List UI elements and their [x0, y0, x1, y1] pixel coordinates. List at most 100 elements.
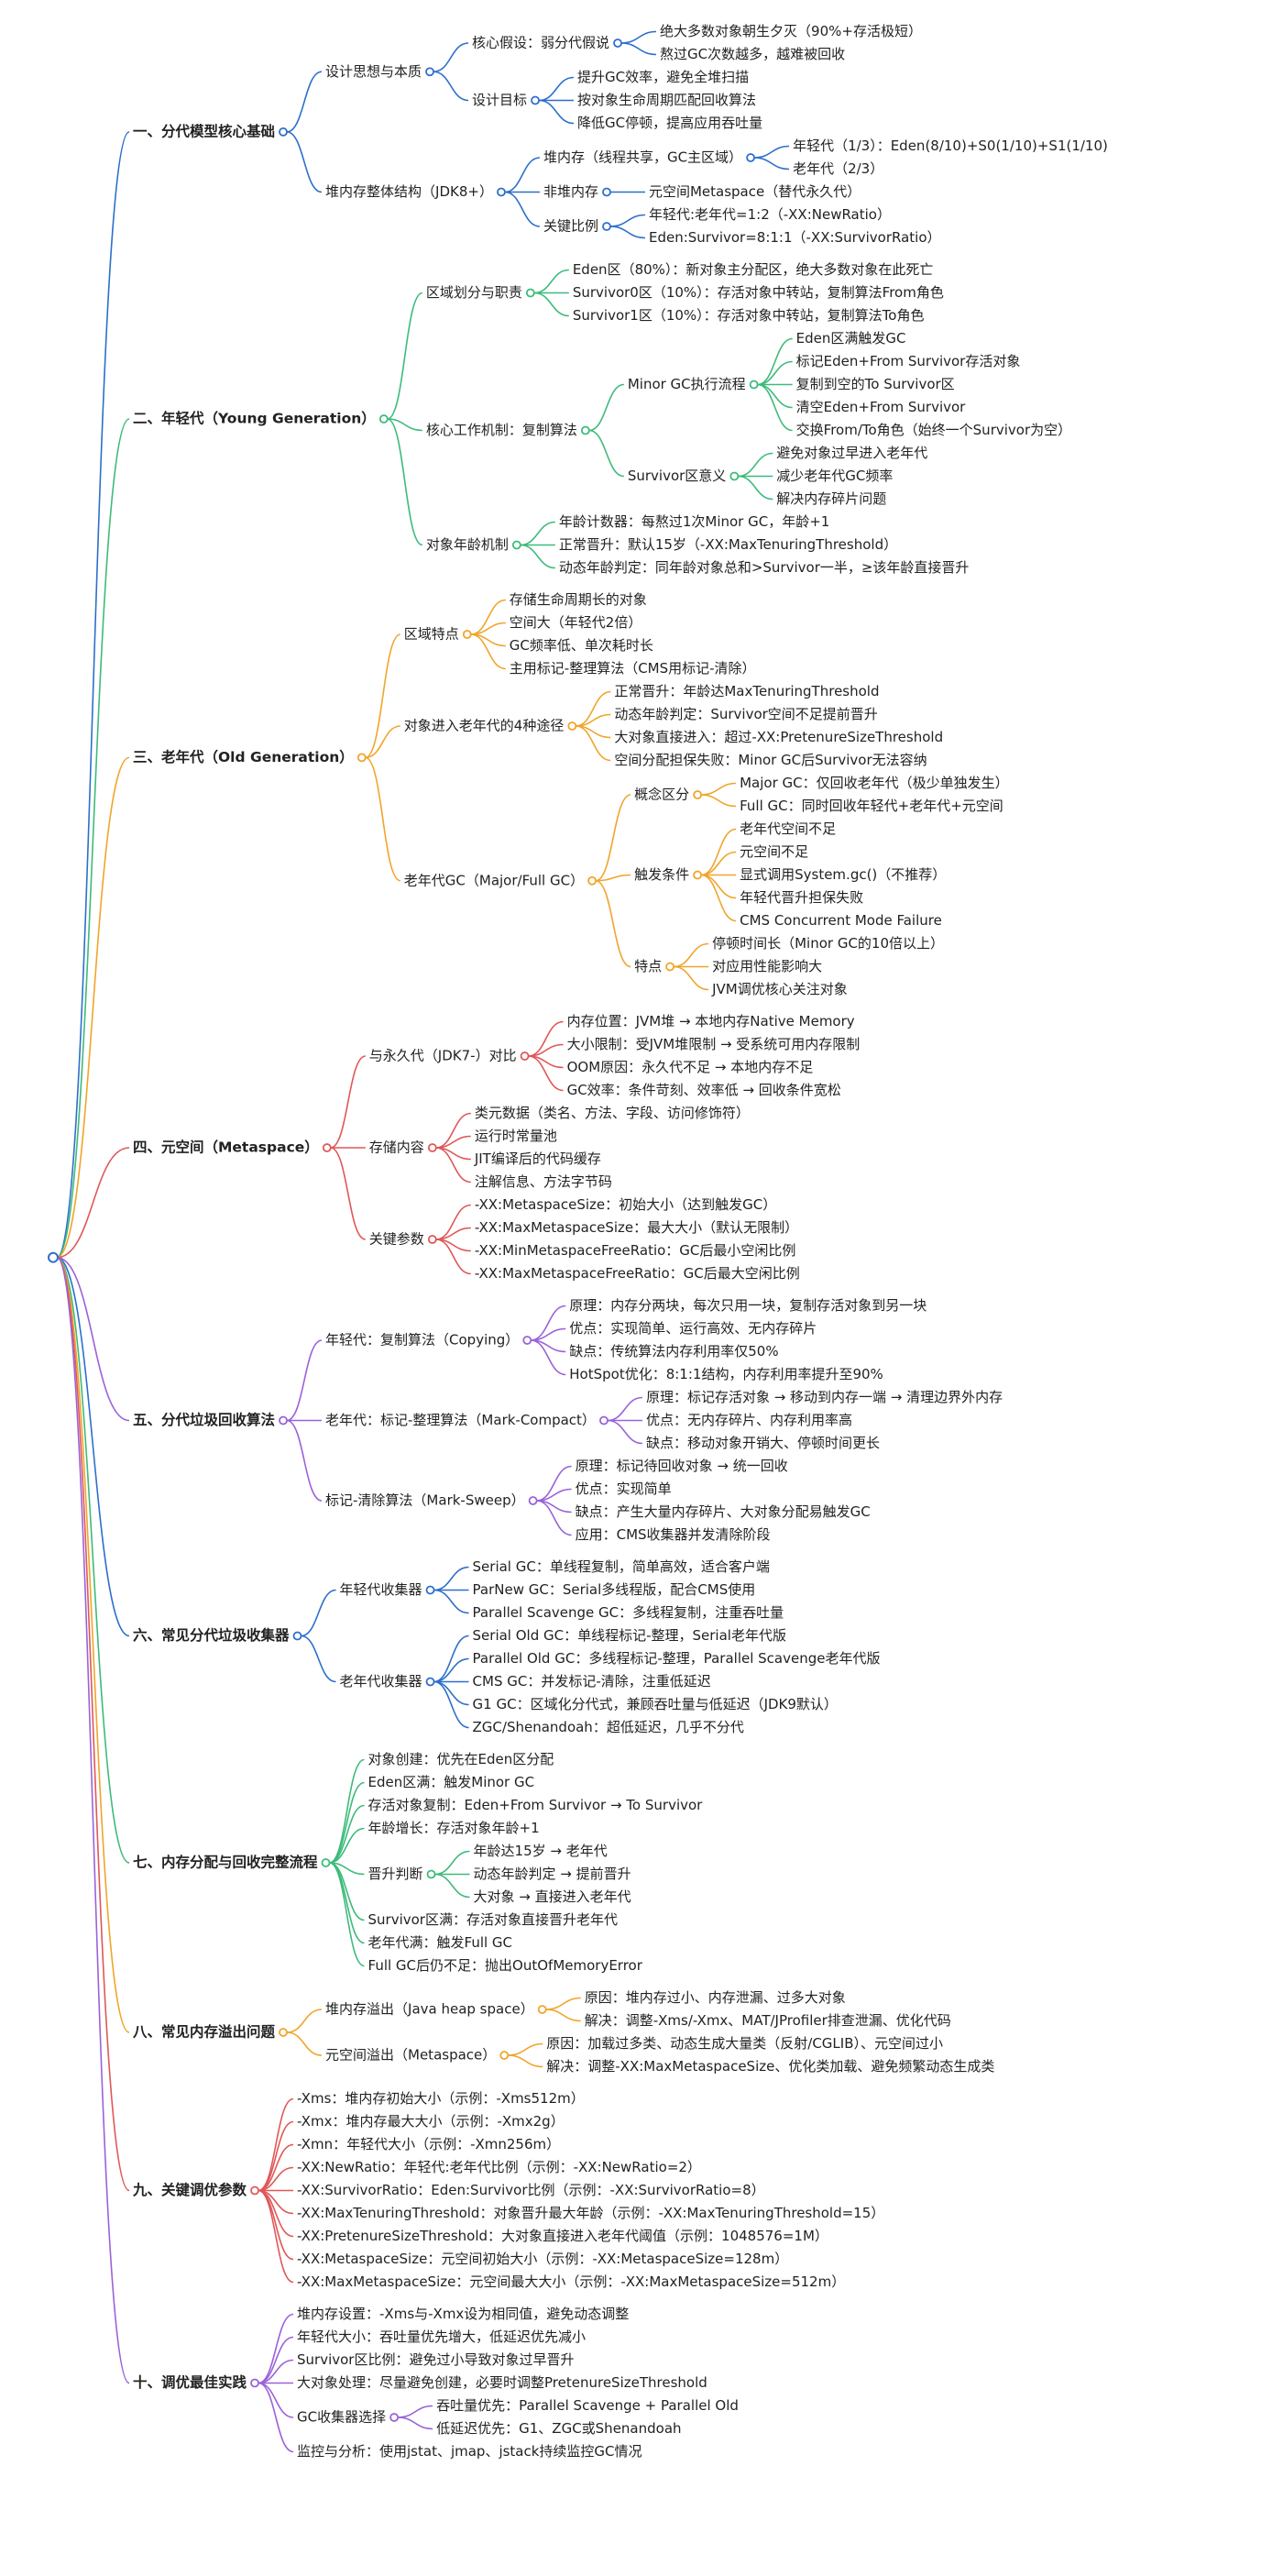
- leaf-label: 老年代空间不足: [740, 820, 836, 837]
- expand-toggle[interactable]: [279, 2028, 288, 2037]
- expand-toggle[interactable]: [602, 222, 611, 231]
- topic-label: 老年代收集器: [340, 1673, 422, 1690]
- expand-toggle[interactable]: [522, 1336, 532, 1345]
- root-node-icon[interactable]: [48, 1251, 59, 1263]
- leaf-label: 正常晋升：默认15岁（-XX:MaxTenuringThreshold）: [559, 536, 897, 553]
- topic-label: 堆内存溢出（Java heap space）: [325, 2001, 534, 2018]
- branch-edge: [757, 383, 793, 409]
- leaf-label: G1 GC：区域化分代式，兼顾吞吐量与低延迟（JDK9默认）: [473, 1696, 838, 1712]
- mindmap-nodes: 一、分代模型核心基础设计思想与本质核心假设：弱分代假说绝大多数对象朝生夕灭（90…: [48, 23, 1108, 2460]
- topic-label: 与永久代（JDK7-）对比: [369, 1048, 517, 1064]
- branch-edge: [330, 1147, 367, 1240]
- expand-toggle[interactable]: [587, 875, 597, 886]
- expand-toggle[interactable]: [389, 2413, 400, 2422]
- branch-edge: [607, 1419, 643, 1445]
- expand-toggle[interactable]: [531, 95, 540, 105]
- branch-edge: [538, 76, 575, 102]
- expand-toggle[interactable]: [693, 870, 703, 880]
- branch-edge: [329, 1862, 365, 1944]
- expand-toggle[interactable]: [427, 1235, 437, 1244]
- leaf-label: 元空间Metaspace（替代永久代）: [649, 183, 861, 200]
- expand-toggle[interactable]: [427, 1143, 437, 1152]
- leaf-label: 低延迟优先：G1、ZGC或Shenandoah: [436, 2420, 681, 2437]
- expand-toggle[interactable]: [499, 2051, 510, 2060]
- leaf-label: 内存位置：JVM堆 → 本地内存Native Memory: [567, 1013, 855, 1029]
- leaf-label: JVM调优核心关注对象: [711, 981, 848, 997]
- branch-edge: [286, 2031, 323, 2056]
- branch-edge: [700, 828, 737, 876]
- topic-label: 对象进入老年代的4种途径: [404, 718, 565, 734]
- branch-edge: [595, 794, 631, 882]
- expand-toggle[interactable]: [729, 471, 740, 481]
- leaf-label: -Xmx：堆内存最大大小（示例：-Xmx2g）: [297, 2113, 565, 2130]
- expand-toggle[interactable]: [279, 127, 288, 137]
- leaf-label: 年龄增长：存活对象年龄+1: [368, 1820, 540, 1836]
- branch-edge: [56, 1256, 130, 2033]
- leaf-label: -XX:NewRatio：年轻代:老年代比例（示例：-XX:NewRatio=2…: [297, 2159, 701, 2175]
- branch-edge: [576, 725, 611, 762]
- branch-edge: [588, 383, 624, 432]
- expand-toggle[interactable]: [613, 39, 622, 48]
- leaf-label: Eden:Survivor=8:1:1（-XX:SurvivorRatio）: [649, 229, 941, 246]
- expand-toggle[interactable]: [425, 1585, 435, 1595]
- leaf-label: 熬过GC次数越多，越难被回收: [660, 46, 845, 62]
- leaf-label: Survivor1区（10%）：存活对象中转站，复制算法To角色: [573, 307, 925, 324]
- topic-label: 核心假设：弱分代假说: [472, 35, 609, 51]
- branch-edge: [588, 429, 624, 478]
- branch-edge: [329, 1758, 365, 1864]
- branch-edge: [504, 157, 541, 193]
- leaf-label: Eden区满：触发Minor GC: [368, 1774, 535, 1790]
- branch-edge: [434, 1850, 470, 1876]
- leaf-label: 避免对象过早进入老年代: [776, 445, 927, 461]
- expand-toggle[interactable]: [580, 425, 590, 435]
- topic-label: 年轻代收集器: [340, 1581, 422, 1598]
- expand-toggle[interactable]: [321, 1858, 331, 1867]
- expand-toggle[interactable]: [279, 1415, 288, 1426]
- expand-toggle[interactable]: [425, 1677, 435, 1687]
- branch-edge: [56, 1147, 130, 1259]
- branch-edge: [433, 1589, 469, 1614]
- expand-toggle[interactable]: [497, 187, 506, 197]
- topic-label: 标记-清除算法（Mark-Sweep）: [325, 1492, 525, 1509]
- leaf-label: 大对象处理：尽量避免创建，必要时调整PretenureSizeThreshold: [297, 2374, 707, 2391]
- leaf-label: 动态年龄判定 → 提前晋升: [474, 1866, 631, 1882]
- leaf-label: CMS Concurrent Mode Failure: [740, 912, 942, 929]
- branch-edge: [398, 2416, 433, 2430]
- expand-toggle[interactable]: [250, 2378, 259, 2388]
- leaf-label: Survivor0区（10%）：存活对象中转站，复制算法From角色: [573, 284, 944, 301]
- branch-edge: [545, 2009, 581, 2022]
- branch-edge: [56, 418, 130, 1259]
- branch-edge: [433, 1680, 469, 1729]
- topic-label: 元空间溢出（Metaspace）: [325, 2047, 496, 2064]
- leaf-label: 吞吐量优先：Parallel Scavenge + Parallel Old: [436, 2397, 739, 2414]
- leaf-label: JIT编译后的代码缓存: [474, 1150, 601, 1167]
- leaf-label: 解决：调整-Xms/-Xmx、MAT/JProfiler排查泄漏、优化代码: [585, 2012, 951, 2029]
- branch-edge: [258, 2189, 294, 2284]
- branch-label: 十、调优最佳实践: [133, 2373, 247, 2391]
- branch-edge: [301, 1635, 336, 1683]
- leaf-label: -XX:MetaspaceSize：元空间初始大小（示例：-XX:Metaspa…: [297, 2251, 788, 2267]
- leaf-label: -XX:PretenureSizeThreshold：大对象直接进入老年代阈值（…: [297, 2228, 828, 2244]
- expand-toggle[interactable]: [356, 753, 367, 763]
- expand-toggle[interactable]: [520, 1051, 530, 1061]
- expand-toggle[interactable]: [567, 721, 577, 731]
- expand-toggle[interactable]: [378, 414, 389, 424]
- expand-toggle[interactable]: [462, 630, 472, 639]
- leaf-label: Serial GC：单线程复制，简单高效，适合客户端: [473, 1558, 770, 1575]
- expand-toggle[interactable]: [693, 790, 703, 799]
- expand-toggle[interactable]: [746, 153, 755, 162]
- expand-toggle[interactable]: [665, 962, 675, 972]
- expand-toggle[interactable]: [426, 1869, 436, 1879]
- expand-toggle[interactable]: [537, 2005, 547, 2014]
- expand-toggle[interactable]: [602, 187, 611, 197]
- expand-toggle[interactable]: [749, 380, 759, 390]
- expand-toggle[interactable]: [425, 67, 434, 77]
- expand-toggle[interactable]: [250, 2185, 259, 2196]
- expand-toggle[interactable]: [599, 1415, 609, 1426]
- expand-toggle[interactable]: [528, 1496, 538, 1505]
- expand-toggle[interactable]: [525, 288, 535, 298]
- topic-label: 区域特点: [404, 626, 459, 643]
- expand-toggle[interactable]: [292, 1631, 302, 1641]
- expand-toggle[interactable]: [511, 540, 521, 550]
- expand-toggle[interactable]: [322, 1143, 332, 1152]
